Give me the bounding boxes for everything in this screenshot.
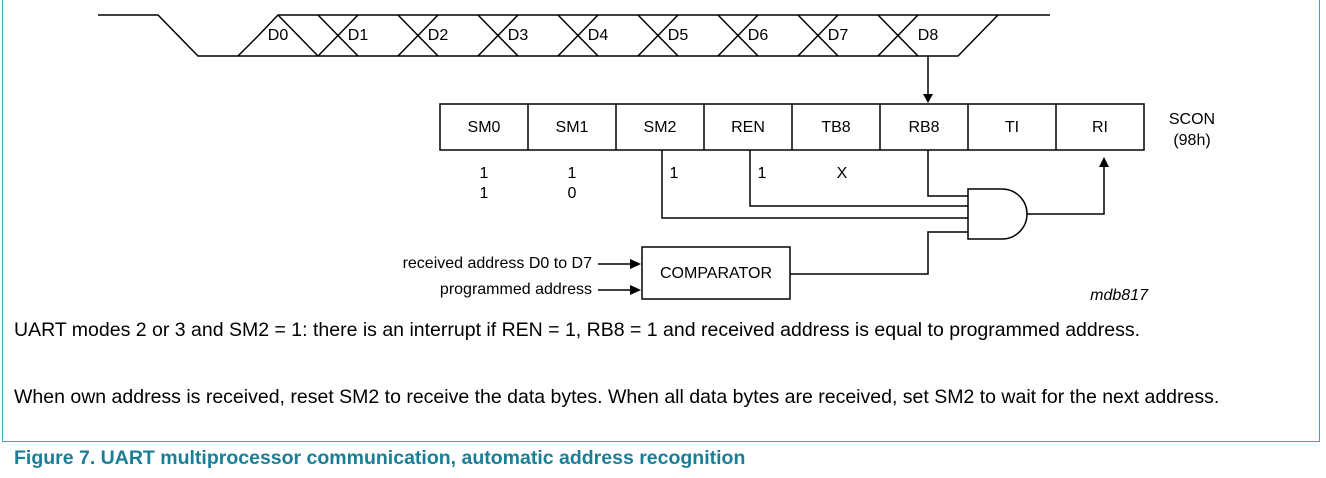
serial-waveform <box>98 14 1050 57</box>
register-cell-sm1: SM1 <box>556 119 589 136</box>
register-cell-ren: REN <box>731 119 765 136</box>
description-paragraph-2: When own address is received, reset SM2 … <box>14 386 1220 408</box>
comparator-label: COMPARATOR <box>660 265 772 282</box>
register-cell-sm0: SM0 <box>468 119 501 136</box>
uart-diagram: D0 D1 D2 D3 D4 D5 D6 D7 D8 SM0 SM1 SM2 R… <box>98 14 1215 300</box>
sm1-value-2: 0 <box>568 185 577 202</box>
bit-label-d0: D0 <box>268 27 289 44</box>
programmed-address-label: programmed address <box>440 281 592 298</box>
description-paragraph-1: UART modes 2 or 3 and SM2 = 1: there is … <box>14 319 1140 341</box>
bit-label-d4: D4 <box>588 27 609 44</box>
register-address: (98h) <box>1173 132 1210 149</box>
and-to-ri-wire <box>1027 166 1105 215</box>
sm1-value-1: 1 <box>568 165 577 182</box>
sm0-value-1: 1 <box>480 165 489 182</box>
register-cell-ti: TI <box>1005 119 1019 136</box>
sm0-value-2: 1 <box>480 185 489 202</box>
and-gate-inputs <box>661 150 968 275</box>
figure-title: Figure 7. UART multiprocessor communicat… <box>14 447 746 469</box>
received-address-label: received address D0 to D7 <box>403 255 593 272</box>
register-name: SCON <box>1169 111 1215 128</box>
register-cell-tb8: TB8 <box>821 119 850 136</box>
bit-label-d8: D8 <box>918 27 939 44</box>
bit-label-d3: D3 <box>508 27 529 44</box>
bit-label-d6: D6 <box>748 27 769 44</box>
bit-label-d2: D2 <box>428 27 449 44</box>
ren-value: 1 <box>758 165 767 182</box>
comparator-box <box>641 246 791 300</box>
figure-code: mdb817 <box>1090 287 1149 300</box>
bit-label-d5: D5 <box>668 27 689 44</box>
register-cell-rb8: RB8 <box>908 119 939 136</box>
and-gate <box>967 188 1028 240</box>
sm2-value: 1 <box>670 165 679 182</box>
tb8-value: X <box>837 165 848 182</box>
bit-label-d7: D7 <box>828 27 849 44</box>
bit-label-d1: D1 <box>348 27 369 44</box>
register-cell-sm2: SM2 <box>644 119 677 136</box>
figure-frame <box>2 0 1320 442</box>
register-cell-ri: RI <box>1092 119 1108 136</box>
